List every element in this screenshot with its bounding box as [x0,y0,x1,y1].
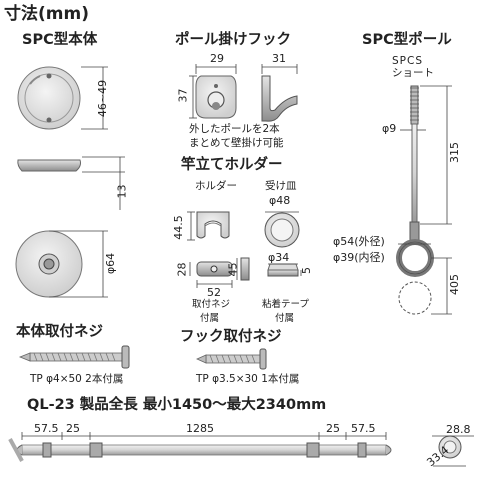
dim-line-body-height-top [81,66,108,130]
ql23-pole-drawing [8,438,392,462]
pole-hook-title: ポール掛けフック [175,32,291,48]
body-screw-title: 本体取付ネジ [16,324,103,340]
spc-pole-title: SPC型ポール [362,32,452,48]
dim-label-body-thickness: 13 [115,184,129,199]
dim-label-ql23-end-left: 57.5 [34,422,59,435]
spc-pole-model-line2: ショート [392,67,434,79]
dim-label-pole-shaft: φ9 [382,122,397,135]
page-title: 寸法(mm) [4,4,89,24]
dim-label-body-diameter: φ64 [104,252,118,275]
dim-label-dish-inner: φ34 [268,251,290,264]
screw-note-line1: 取付ネジ [192,299,231,310]
dish-label: 受け皿 [265,180,297,192]
rod-holder-label: ホルダー [195,180,237,192]
spc-body-side-view [17,159,81,172]
dish-top-view [264,212,300,248]
dim-label-ql23-inner-right: 25 [326,422,340,435]
dim-label-hook-side-width: 31 [272,52,286,65]
dim-label-hook-height: 37 [176,88,190,103]
dim-label-dish-diameter: φ48 [269,194,291,207]
dim-label-ring-height: 405 [448,274,461,295]
hook-screw-spec: TP φ3.5×30 1本付属 [196,373,300,385]
dim-lines-spc-pole [398,85,452,315]
dim-label-ring-outer: φ54(外径) [333,235,385,248]
spc-body-top-view [17,66,81,130]
dim-label-hook-front-width: 29 [210,52,224,65]
rod-holder-title: 竿立てホルダー [181,157,283,173]
dim-label-ql23-center: 1285 [186,422,214,435]
pole-hook-side-view [261,75,298,122]
dim-line-body-thickness [82,156,125,210]
dim-label-ql23-inner-left: 25 [66,422,80,435]
pole-hook-front-view [195,75,237,119]
tape-note-line2: 付属 [275,313,295,324]
rod-holder-base-view [196,261,233,277]
dim-label-ql23-end-right: 57.5 [351,422,376,435]
spc-body-bottom-view [15,230,83,298]
dim-line-body-diameter [49,230,108,298]
dim-label-ring-inner: φ39(内径) [333,251,385,264]
body-screw-spec: TP φ4×50 2本付属 [30,373,124,385]
screw-note-line2: 付属 [200,313,220,324]
dim-label-side-height: 45 [226,262,240,277]
rod-holder-front-view [196,211,230,239]
dim-label-base-height: 28 [175,262,189,277]
hook-screw-title: フック取付ネジ [180,329,282,345]
spc-pole-drawing [396,85,434,315]
rod-holder-side-view [240,257,250,281]
spc-body-title: SPC型本体 [22,32,98,48]
dim-label-ql23-profile-a: 28.8 [446,423,471,436]
dim-lines-pole-hook [189,64,298,119]
dim-lines-rod-holder [187,211,302,288]
spc-pole-model-line1: SPCS [392,55,423,67]
hook-note-line1: 外したポールを2本 [189,123,280,135]
dim-label-body-height-top: 46~49 [96,79,110,118]
dim-label-base-width: 52 [207,286,221,299]
tape-note-line1: 粘着テープ [262,299,309,310]
hook-screw-drawing [196,348,267,370]
ql23-profile-view [432,435,474,467]
ql23-title: QL-23 製品全長 最小1450～最大2340mm [27,397,327,413]
dim-label-holder-height: 44.5 [171,215,185,240]
dim-label-tape-thickness: 5 [300,267,313,274]
body-screw-drawing [18,345,130,369]
dim-label-pole-length: 315 [448,142,461,163]
dim-lines-ql23 [21,432,387,440]
dish-side-view [267,263,299,277]
hook-note-line2: まとめて壁掛け可能 [189,137,284,149]
